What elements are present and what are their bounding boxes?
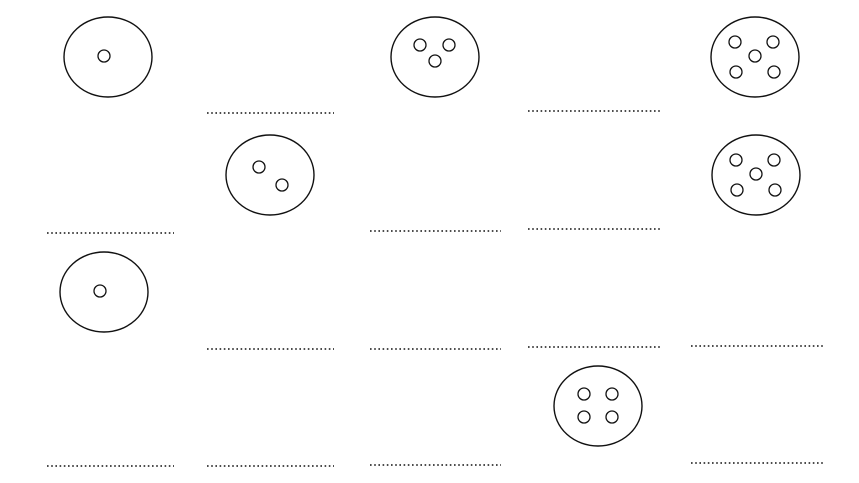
counting-circle: [710, 16, 800, 98]
counting-dot: [748, 49, 762, 63]
counting-dot: [605, 387, 619, 401]
counting-dot: [767, 153, 781, 167]
counting-dot: [768, 183, 782, 197]
counting-dot: [577, 410, 591, 424]
counting-dot: [749, 167, 763, 181]
counting-dot: [730, 183, 744, 197]
counting-dot: [93, 284, 107, 298]
counting-circle: [225, 134, 315, 216]
counting-dot: [729, 153, 743, 167]
counting-dot: [97, 49, 111, 63]
counting-circle: [711, 134, 801, 216]
counting-dot: [766, 35, 780, 49]
counting-circle: [390, 16, 480, 98]
counting-dot: [767, 65, 781, 79]
counting-dot: [413, 38, 427, 52]
counting-dot: [275, 178, 289, 192]
counting-dot: [252, 160, 266, 174]
counting-dot: [577, 387, 591, 401]
counting-circle: [553, 365, 643, 447]
counting-dot: [442, 38, 456, 52]
counting-circle: [63, 16, 153, 98]
counting-dot: [605, 410, 619, 424]
counting-dot: [428, 54, 442, 68]
counting-dot: [729, 65, 743, 79]
counting-circle: [59, 251, 149, 333]
counting-dot: [728, 35, 742, 49]
